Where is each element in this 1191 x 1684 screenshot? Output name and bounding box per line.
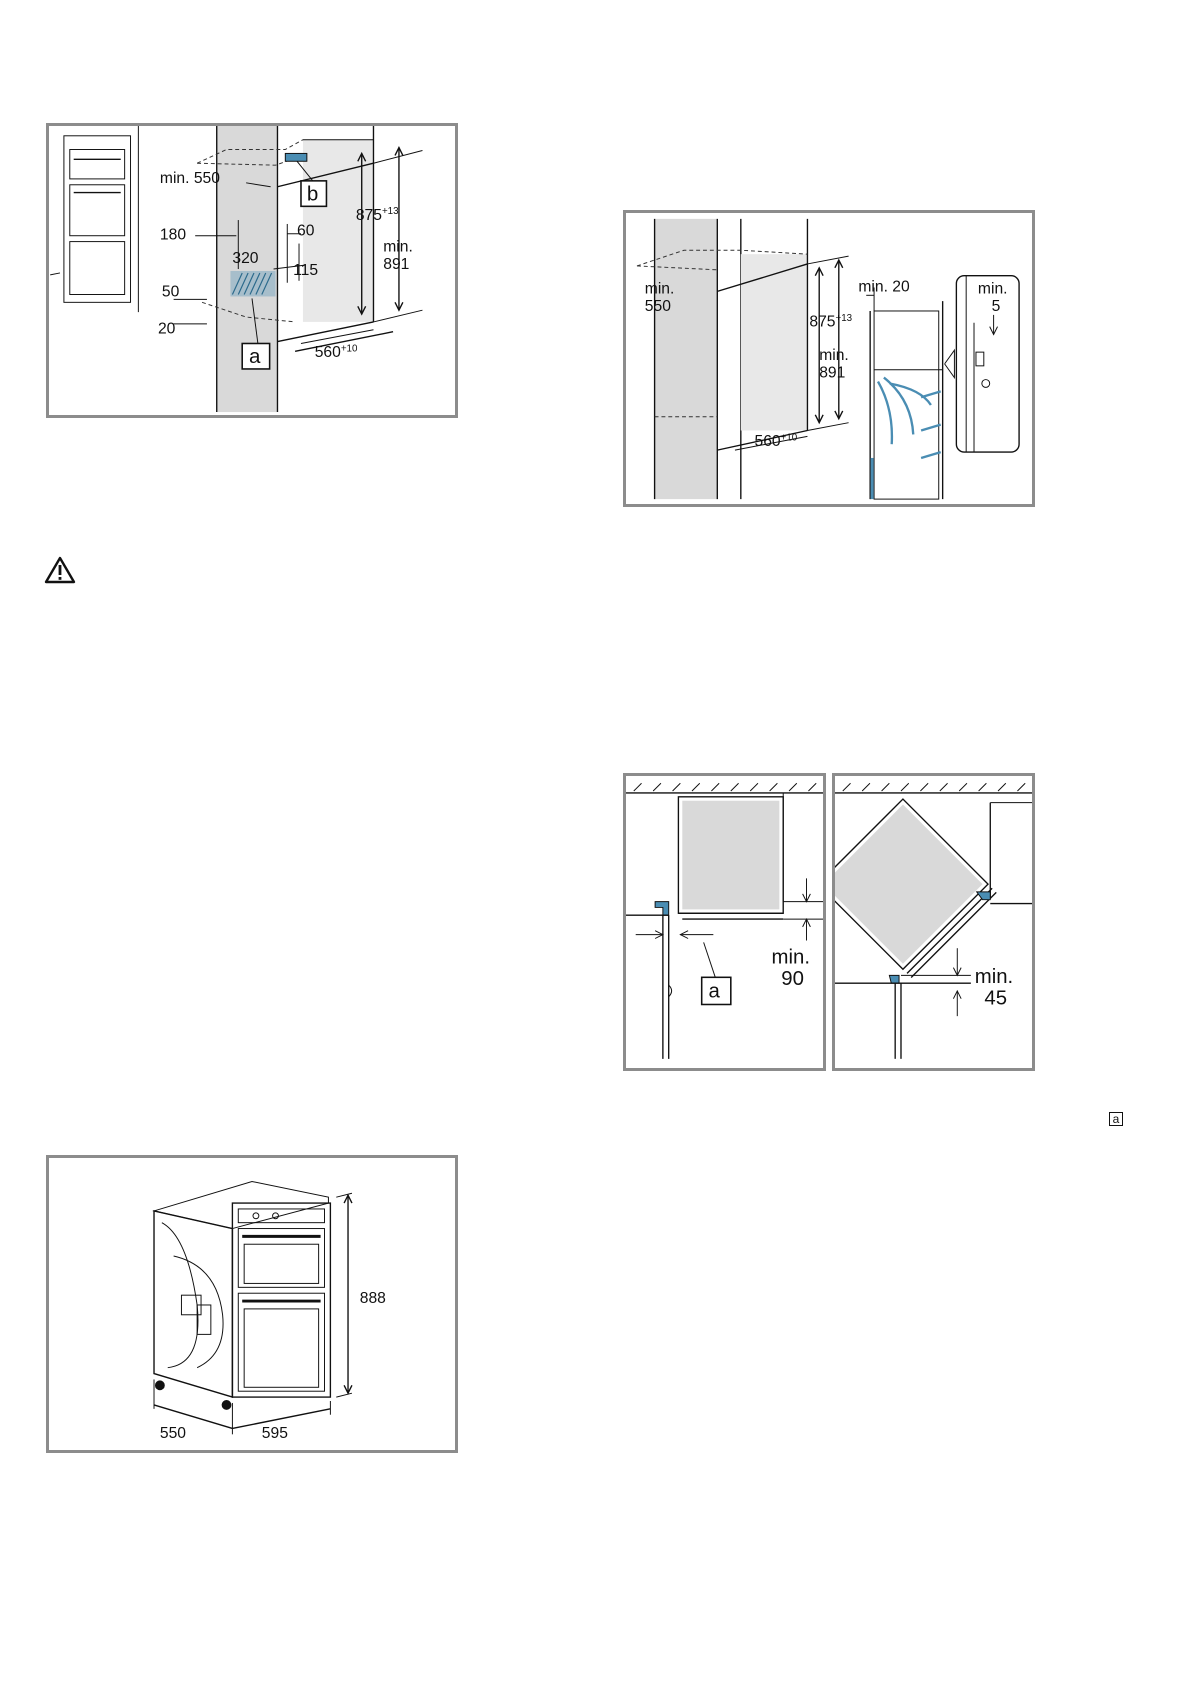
dim-50: 50 — [162, 283, 180, 300]
blue-connector-left — [655, 902, 669, 916]
dim-min-550-label: min. — [645, 280, 675, 297]
callout-a: a — [249, 345, 261, 368]
dim-60: 60 — [297, 223, 315, 240]
callout-b: b — [307, 182, 318, 205]
dim-min-891-label: min. — [819, 347, 849, 364]
dim-min-550: min. 550 — [160, 170, 220, 187]
dim-888: 888 — [360, 1290, 386, 1307]
niche-drawing: min. 550 180 60 320 115 50 20 560+10 875… — [49, 126, 455, 415]
dim-560: 560+10 — [315, 343, 358, 361]
dim-20: 20 — [158, 321, 176, 338]
legend-label-a: a — [1109, 1112, 1123, 1126]
dim-115: 115 — [293, 262, 318, 279]
figure-door-clearance-straight: a min. 90 — [623, 773, 826, 1071]
dim-875: 875+13 — [809, 313, 852, 331]
dim-min-20: min. 20 — [858, 278, 910, 295]
figure-appliance-dimensions: 888 550 595 — [46, 1155, 458, 1453]
ventilation-drawing: min. 550 875+13 min. 891 560+10 min. 20 … — [626, 213, 1032, 504]
dim-180: 180 — [160, 227, 186, 244]
airflow-arrows — [872, 378, 941, 499]
dim-min-891-value: 891 — [819, 365, 845, 382]
dim-min-45-label: min. — [975, 966, 1013, 988]
dim-min-45-value: 45 — [984, 987, 1007, 1009]
dim-min-90-value: 90 — [781, 968, 804, 990]
dim-320: 320 — [232, 250, 258, 267]
blue-connector-top — [977, 892, 991, 900]
dim-595: 595 — [262, 1425, 288, 1442]
warning-icon — [44, 556, 76, 584]
dim-875: 875+13 — [356, 206, 399, 224]
clearance-tilted-drawing: min. 45 — [835, 776, 1032, 1068]
dim-550: 550 — [160, 1425, 186, 1442]
dim-min-891-value: 891 — [383, 256, 409, 273]
dim-560: 560+10 — [755, 432, 798, 450]
dim-min-550-value: 550 — [645, 298, 671, 315]
appliance-drawing: 888 550 595 — [49, 1158, 455, 1450]
dim-min-5-value: 5 — [992, 298, 1001, 315]
figure-niche-dimensions: min. 550 180 60 320 115 50 20 560+10 875… — [46, 123, 458, 418]
dim-min-5-label: min. — [978, 280, 1008, 297]
figure-door-clearance-tilted: min. 45 — [832, 773, 1035, 1071]
dim-min-891-label: min. — [383, 238, 413, 255]
blue-connector-bottom — [889, 975, 899, 983]
mounting-bracket — [285, 153, 307, 161]
clearance-straight-drawing: a min. 90 — [626, 776, 823, 1068]
figure-niche-ventilation: min. 550 875+13 min. 891 560+10 min. 20 … — [623, 210, 1035, 507]
ventilation-cutout — [230, 271, 275, 296]
callout-a: a — [708, 981, 720, 1003]
dim-min-90-label: min. — [772, 947, 810, 969]
